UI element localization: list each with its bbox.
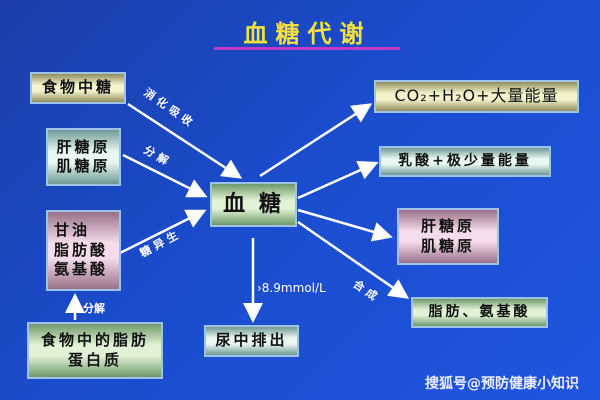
box-text: 肌糖原 — [420, 236, 475, 255]
arrow-decompose — [122, 153, 208, 198]
arrow-gluconeo — [119, 209, 207, 255]
box-text: 血 糖 — [223, 191, 284, 218]
box-glycogen-source: 肝糖原肌糖原 — [46, 128, 121, 186]
arrow-lactate — [297, 160, 379, 200]
box-fat-aa: 脂肪、氨基酸 — [411, 297, 548, 328]
box-text: 食物中的脂肪 — [40, 331, 149, 349]
watermark: 搜狐号@预防健康小知识 — [425, 376, 579, 392]
box-text: 脂肪酸 — [54, 240, 109, 259]
box-co2: CO₂+H₂O+大量能量 — [374, 80, 579, 113]
title-underline — [214, 47, 400, 50]
arrow-synth — [297, 220, 410, 299]
box-text: 脂肪、氨基酸 — [428, 304, 531, 321]
arrow-digest — [127, 102, 243, 179]
box-lactate: 乳酸+极少量能量 — [379, 146, 551, 177]
box-text: 食物中糖 — [41, 78, 114, 97]
box-blood-sugar: 血 糖 — [210, 182, 297, 227]
arrow-glycogen-out — [297, 208, 393, 242]
box-text: 蛋白质 — [67, 350, 122, 369]
box-text: 甘油 — [54, 221, 91, 240]
box-urine: 尿中排出 — [204, 325, 299, 357]
box-text: 肌糖原 — [56, 157, 111, 175]
label-fat-decompose: 分解 — [83, 302, 105, 315]
box-text: 尿中排出 — [215, 331, 288, 350]
box-text: 氨基酸 — [54, 260, 109, 279]
label-threshold: ›8.9mmol/L — [257, 281, 326, 295]
box-noncarb: 甘油脂肪酸氨基酸 — [46, 210, 121, 291]
box-text: 肝糖原 — [420, 217, 475, 235]
box-food-fat: 食物中的脂肪蛋白质 — [27, 322, 163, 379]
box-text: 乳酸+极少量能量 — [398, 153, 532, 170]
box-food-sugar: 食物中糖 — [30, 72, 126, 104]
arrow-co2 — [259, 103, 373, 178]
page-title: 血糖代谢 — [243, 19, 372, 48]
box-glycogen-output: 肝糖原肌糖原 — [397, 208, 499, 265]
box-text: CO₂+H₂O+大量能量 — [394, 86, 559, 106]
box-text: 肝糖原 — [56, 137, 111, 156]
